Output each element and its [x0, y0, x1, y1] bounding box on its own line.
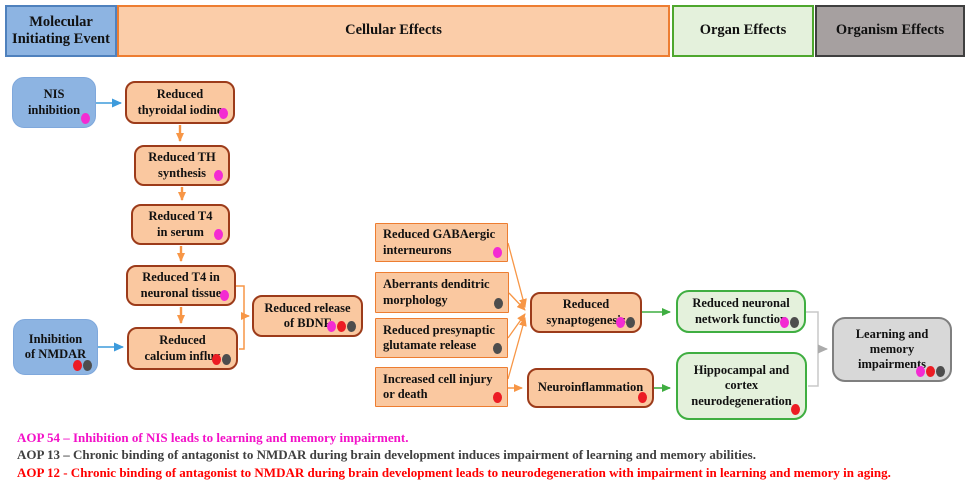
event-dots [779, 317, 799, 328]
node-label: Reduced GABAergic interneurons [383, 227, 496, 257]
arrow-presynaptic-to-synaptogenesis [507, 313, 526, 339]
node-reduced-calcium-influx: Reduced calcium influx [127, 327, 238, 370]
header-label: Molecular Initiating Event [12, 13, 110, 47]
red-dot [73, 360, 82, 371]
gray-dot [936, 366, 945, 377]
footnote-aop-54: AOP 54 – Inhibition of NIS leads to lear… [17, 430, 409, 445]
magenta-dot [616, 317, 625, 328]
node-label: Reduced presynaptic glutamate release [383, 322, 495, 352]
event-dots [213, 170, 223, 181]
node-aberrants-denditric-morphology: Aberrants denditric morphology [375, 272, 509, 313]
event-dots [492, 343, 502, 354]
header-organ-effects: Organ Effects [672, 5, 814, 57]
event-dots [492, 392, 502, 403]
node-reduced-neuronal-network-function: Reduced neuronal network function [676, 290, 806, 333]
event-dots [219, 290, 229, 301]
event-dots [915, 366, 945, 377]
node-label: Learning and memory impairments [855, 326, 929, 372]
event-dots [615, 317, 635, 328]
node-label: Neuroinflammation [537, 380, 644, 395]
gray-dot [347, 321, 356, 332]
node-nis-inhibition: NIS inhibition [12, 77, 96, 128]
node-label: NIS inhibition [27, 87, 81, 117]
magenta-dot [214, 229, 223, 240]
event-dots [326, 321, 356, 332]
event-dots [493, 298, 503, 309]
node-label: Reduced thyroidal iodine [137, 87, 223, 117]
node-label: Hippocampal and cortex neurodegeneration [691, 363, 792, 408]
red-dot [212, 354, 221, 365]
node-reduced-release-of-bdnf: Reduced release of BDNF [252, 295, 363, 337]
red-dot [926, 366, 935, 377]
node-reduced-synaptogenesis: Reduced synaptogenesis [530, 292, 642, 333]
node-reduced-gabaergic-interneurons: Reduced GABAergic interneurons [375, 223, 508, 262]
event-dots [213, 229, 223, 240]
header-label: Organ Effects [699, 22, 787, 39]
header-organism-effects: Organism Effects [815, 5, 965, 57]
node-inhibition-of-nmdar: Inhibition of NMDAR [13, 319, 98, 375]
node-label: Reduced release of BDNF [264, 300, 351, 330]
node-increased-cell-injury-or-death: Increased cell injury or death [375, 367, 508, 407]
node-label: Reduced T4 in serum [148, 209, 213, 239]
header-molecular-initiating-event: Molecular Initiating Event [5, 5, 117, 57]
node-label: Reduced synaptogenesis [546, 297, 626, 327]
arrow-cell-injury-to-synaptogenesis [507, 317, 527, 380]
node-hippocampal-cortex-neurodegeneration: Hippocampal and cortex neurodegeneration [676, 352, 807, 420]
node-label: Aberrants denditric morphology [383, 277, 490, 307]
footnote-aop-12: AOP 12 - Chronic binding of antagonist t… [17, 464, 891, 480]
red-dot [638, 392, 647, 403]
red-dot [337, 321, 346, 332]
arrow-gabaergic-to-synaptogenesis [507, 242, 527, 308]
event-dots [211, 354, 231, 365]
node-label: Increased cell injury or death [383, 371, 493, 401]
header-cellular-effects: Cellular Effects [117, 5, 670, 57]
magenta-dot [214, 170, 223, 181]
magenta-dot [81, 113, 90, 124]
magenta-dot [493, 247, 502, 258]
event-dots [790, 404, 800, 415]
red-dot [493, 392, 502, 403]
node-label: Reduced TH synthesis [148, 150, 216, 180]
node-reduced-th-synthesis: Reduced TH synthesis [134, 145, 230, 186]
aop-legend: AOP 54 – Inhibition of NIS leads to lear… [17, 429, 891, 481]
node-label: Reduced neuronal network function [692, 296, 790, 326]
event-dots [80, 113, 90, 124]
gray-dot [493, 343, 502, 354]
footnote-aop-13: AOP 13 – Chronic binding of antagonist t… [17, 447, 756, 463]
gray-dot [83, 360, 92, 371]
event-dots [218, 108, 228, 119]
gray-dot [494, 298, 503, 309]
header-label: Organism Effects [835, 22, 945, 39]
gray-dot [626, 317, 635, 328]
node-reduced-t4-in-serum: Reduced T4 in serum [131, 204, 230, 245]
bracket-to-learning-memory [806, 311, 819, 387]
header-label: Cellular Effects [345, 22, 442, 39]
node-reduced-thyroidal-iodine: Reduced thyroidal iodine [125, 81, 235, 124]
magenta-dot [219, 108, 228, 119]
magenta-dot [220, 290, 229, 301]
event-dots [492, 247, 502, 258]
event-dots [72, 360, 92, 371]
red-dot [791, 404, 800, 415]
event-dots [637, 392, 647, 403]
magenta-dot [780, 317, 789, 328]
magenta-dot [916, 366, 925, 377]
node-label: Reduced T4 in neuronal tissue [140, 270, 222, 300]
node-label: Inhibition of NMDAR [24, 331, 87, 361]
node-neuroinflammation: Neuroinflammation [527, 368, 654, 408]
node-label: Reduced calcium influx [144, 333, 221, 363]
node-reduced-t4-in-neuronal-tissue: Reduced T4 in neuronal tissue [126, 265, 236, 306]
node-reduced-presynaptic-glutamate-release: Reduced presynaptic glutamate release [375, 318, 508, 358]
arrow-dendritic-to-synaptogenesis [508, 292, 526, 311]
gray-dot [222, 354, 231, 365]
gray-dot [790, 317, 799, 328]
node-learning-memory-impairments: Learning and memory impairments [832, 317, 952, 382]
magenta-dot [327, 321, 336, 332]
